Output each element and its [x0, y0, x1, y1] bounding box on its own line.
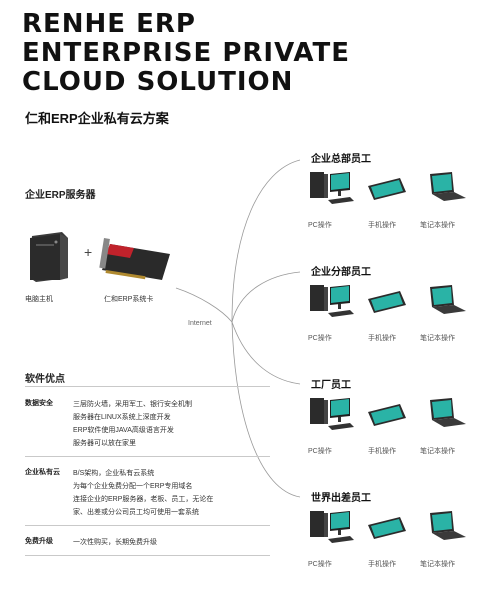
device-label: 手机操作 [368, 222, 396, 229]
advantage-line: 为每个企业免费分配一个ERP专用域名 [73, 483, 193, 490]
advantage-line: 三层防火墙，采用军工、银行安全机制 [73, 401, 192, 408]
advantages-table: 数据安全 三层防火墙，采用军工、银行安全机制 服务器在LINUX系统上深度开发 … [25, 392, 270, 556]
desktop-pc-icon [310, 172, 354, 204]
hero-title: RENHE ERP ENTERPRISE PRIVATE CLOUD SOLUT… [22, 10, 350, 97]
pc-host-label: 电脑主机 [25, 296, 53, 303]
device-label: PC操作 [308, 561, 332, 568]
advantage-line: 服务器可以放在家里 [73, 440, 136, 447]
advantage-lines: B/S架构，企业私有云系统 为每个企业免费分配一个ERP专用域名 连接企业的ER… [73, 467, 213, 519]
phone-icon [368, 404, 406, 426]
erp-card-icon [99, 238, 170, 280]
advantage-lines: 一次性购买，长期免费升级 [73, 536, 157, 549]
hero-line-2: ENTERPRISE PRIVATE [22, 38, 351, 68]
device-label: 手机操作 [368, 335, 396, 342]
group-title: 企业总部员工 [311, 154, 371, 165]
device-label: PC操作 [308, 448, 332, 455]
advantage-row: 免费升级 一次性购买，长期免费升级 [25, 526, 270, 556]
phone-icon [368, 178, 406, 200]
desktop-pc-icon [310, 285, 354, 317]
advantage-line: 连接企业的ERP服务器，老板、员工，无论在 [73, 496, 214, 503]
device-label: PC操作 [308, 335, 332, 342]
server-section-title: 企业ERP服务器 [25, 190, 96, 201]
plus-sign: + [84, 244, 93, 260]
device-label: 手机操作 [368, 561, 396, 568]
advantage-label: 企业私有云 [25, 469, 60, 476]
advantage-line: ERP软件使用JAVA高级语言开发 [73, 427, 174, 434]
group-title: 世界出差员工 [311, 493, 371, 504]
laptop-icon [430, 285, 466, 314]
advantage-label: 数据安全 [25, 400, 53, 407]
page-subtitle: 仁和ERP企业私有云方案 [25, 111, 169, 126]
device-label: 笔记本操作 [420, 335, 455, 342]
advantage-row: 数据安全 三层防火墙，采用军工、银行安全机制 服务器在LINUX系统上深度开发 … [25, 392, 270, 457]
device-label: 手机操作 [368, 448, 396, 455]
group-title: 企业分部员工 [311, 267, 371, 278]
device-label: 笔记本操作 [420, 222, 455, 229]
internet-label: Internet [188, 320, 212, 327]
desktop-pc-icon [310, 511, 354, 543]
advantages-divider [25, 386, 270, 387]
laptop-icon [430, 172, 466, 201]
hero-line-1: RENHE ERP [22, 9, 196, 39]
advantage-label: 免费升级 [25, 538, 53, 545]
advantage-line: 服务器在LINUX系统上深度开发 [73, 414, 171, 421]
advantage-lines: 三层防火墙，采用军工、银行安全机制 服务器在LINUX系统上深度开发 ERP软件… [73, 398, 192, 450]
device-label: PC操作 [308, 222, 332, 229]
advantage-line: B/S架构，企业私有云系统 [73, 470, 155, 477]
advantage-row: 企业私有云 B/S架构，企业私有云系统 为每个企业免费分配一个ERP专用域名 连… [25, 457, 270, 526]
erp-card-label: 仁和ERP系统卡 [104, 296, 154, 303]
laptop-icon [430, 511, 466, 540]
laptop-icon [430, 398, 466, 427]
advantage-line: 一次性购买，长期免费升级 [73, 539, 157, 546]
phone-icon [368, 517, 406, 539]
advantages-title: 软件优点 [25, 374, 65, 385]
advantage-line: 家、出差或分公司员工均可使用一套系统 [73, 509, 199, 516]
group-title: 工厂员工 [311, 380, 351, 391]
phone-icon [368, 291, 406, 313]
server-tower-icon [30, 232, 68, 282]
device-label: 笔记本操作 [420, 561, 455, 568]
device-label: 笔记本操作 [420, 448, 455, 455]
desktop-pc-icon [310, 398, 354, 430]
hero-line-3: CLOUD SOLUTION [22, 67, 294, 97]
